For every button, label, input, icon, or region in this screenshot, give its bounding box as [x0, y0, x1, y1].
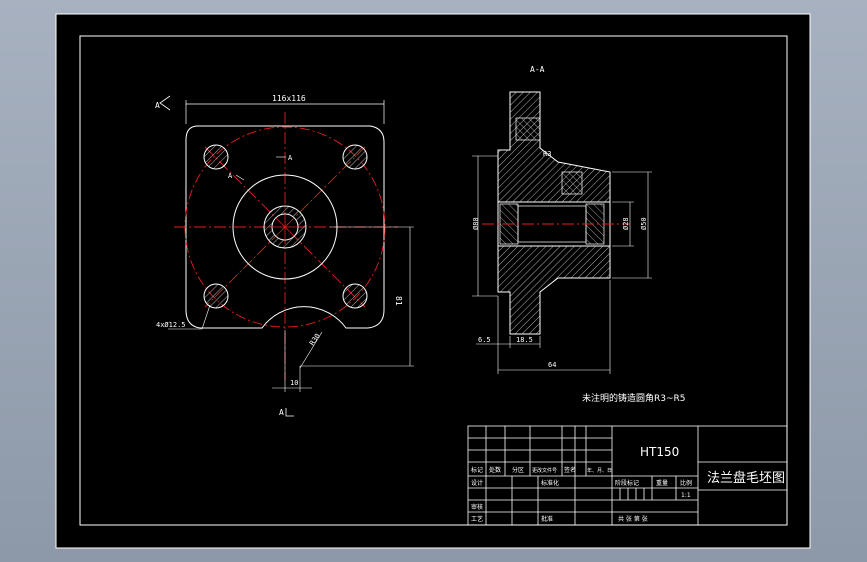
section-title: A-A	[530, 65, 545, 74]
dim-height-label: 81	[394, 296, 403, 306]
casting-note: 未注明的铸造圆角R3~R5	[582, 392, 686, 404]
front-view: 116x116 A A A 4xØ12.5 81 R30 10 A	[155, 94, 414, 417]
section-mark-label: A	[228, 172, 233, 180]
view-marker: A	[288, 154, 293, 162]
cell-nianyueri: 年、月、日	[587, 467, 612, 474]
bolt-hole	[203, 283, 229, 309]
cell-chushu: 处数	[489, 466, 501, 474]
flange-outline	[185, 125, 385, 329]
title-block-labels: 标记 处数 分区 更改文件号 签名 年、月、日 设计 标准化 阶段标记 重量 比…	[471, 466, 692, 523]
dim-right-inner-label: Ø28	[622, 217, 630, 230]
material-label: HT150	[640, 445, 679, 459]
cell-jieduan: 阶段标记	[615, 479, 639, 487]
section-arrow-bottom-label: A	[279, 408, 284, 417]
cell-shenhe: 审核	[471, 503, 483, 511]
drawing-title: 法兰盘毛坯图	[707, 470, 785, 486]
dim-width-label: 116x116	[272, 94, 306, 103]
dim-64-label: 64	[548, 361, 556, 369]
inner-frame	[79, 35, 788, 526]
cell-gengai: 更改文件号	[532, 467, 557, 474]
cell-biaoji: 标记	[471, 466, 483, 474]
cell-zhongliang: 重量	[656, 479, 668, 487]
cell-biaozhunhua: 标准化	[541, 479, 559, 487]
bolt-hole	[342, 283, 368, 309]
bolt-hole	[203, 144, 229, 170]
drawing-sheet	[55, 13, 811, 549]
dim-185-label: 18.5	[516, 336, 533, 344]
center-line-d1	[204, 146, 366, 308]
center-line-d2	[204, 146, 366, 308]
cell-qianming: 签名	[564, 466, 576, 474]
dim-65-label: 6.5	[478, 336, 491, 344]
section-view: A-A R3 Ø80 Ø50 Ø28 6.5	[472, 65, 652, 374]
cell-gongyi: 工艺	[471, 515, 483, 523]
section-arrow-top-label: A	[155, 101, 160, 110]
cell-gongzhang: 共 张 第 张	[618, 515, 648, 523]
dim-r3-label: R3	[543, 150, 551, 158]
cell-scale: 1:1	[681, 492, 691, 499]
cell-sheji: 设计	[471, 479, 483, 487]
cell-fenqu: 分区	[512, 466, 524, 474]
dim-left-dia-label: Ø80	[472, 217, 480, 230]
dim-offset-label: 10	[290, 379, 298, 387]
dim-holes-label: 4xØ12.5	[156, 321, 186, 329]
cell-bili: 比例	[680, 479, 692, 487]
cell-pizhun: 批准	[541, 515, 553, 523]
dim-right-outer-label: Ø50	[640, 217, 648, 230]
bolt-hole	[342, 144, 368, 170]
title-block	[467, 425, 788, 526]
